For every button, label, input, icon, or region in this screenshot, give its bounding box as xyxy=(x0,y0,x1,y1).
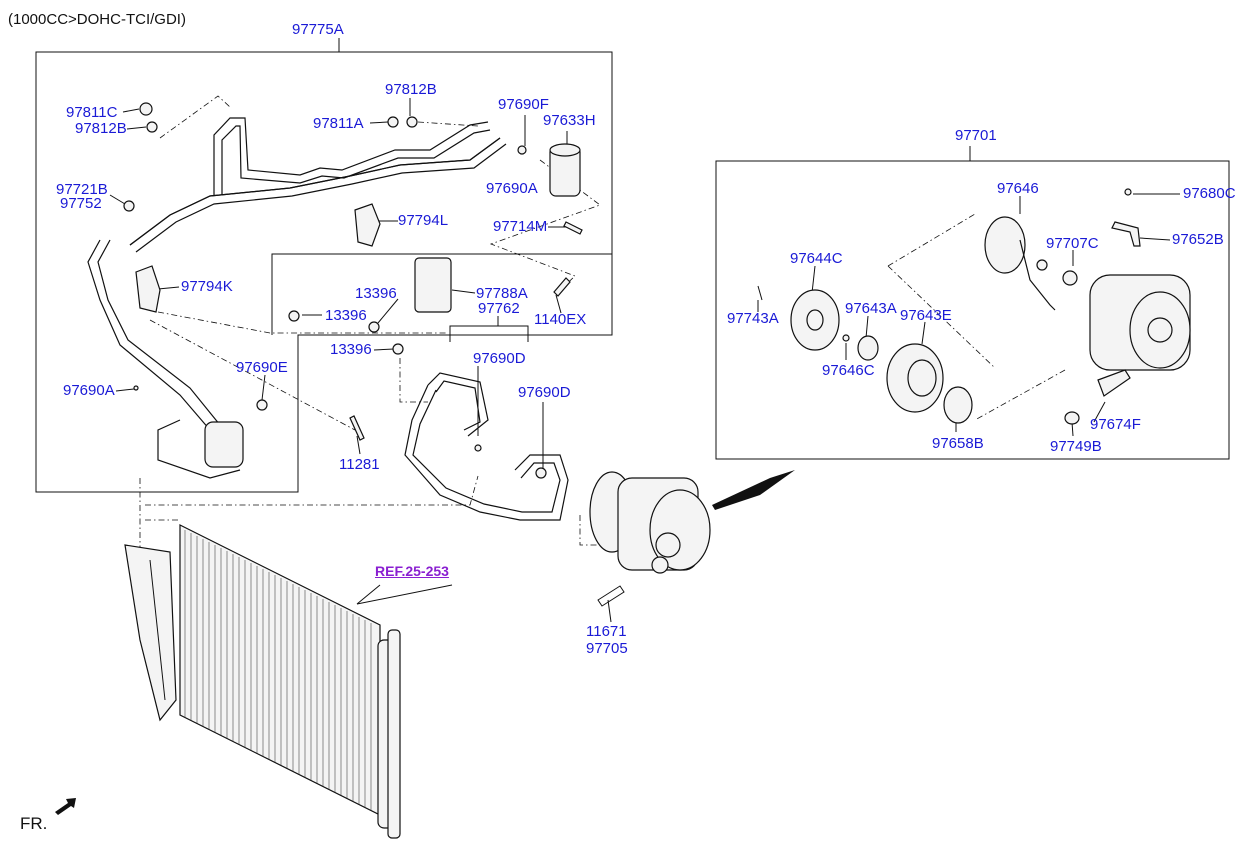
part-label-97646[interactable]: 97646 xyxy=(997,180,1039,197)
condenser xyxy=(124,524,453,839)
part-label-97811C[interactable]: 97811C xyxy=(66,104,118,121)
part-label-97643E[interactable]: 97643E xyxy=(900,307,952,324)
part-label-11671[interactable]: 11671 xyxy=(586,623,627,640)
part-label-97680C[interactable]: 97680C xyxy=(1183,185,1236,202)
part-label-97762[interactable]: 97762 xyxy=(478,300,520,317)
left-pipe-assembly xyxy=(87,102,583,479)
dashed-lines xyxy=(139,95,1066,548)
detail-arrow xyxy=(712,470,795,510)
part-label-97643A[interactable]: 97643A xyxy=(845,300,897,317)
part-label-97812B[interactable]: 97812B xyxy=(75,120,127,137)
part-label-97690D[interactable]: 97690D xyxy=(473,350,526,367)
part-label-97749B[interactable]: 97749B xyxy=(1050,438,1102,455)
front-mark: FR. xyxy=(20,814,48,833)
part-label-97690E[interactable]: 97690E xyxy=(236,359,288,376)
part-label-97674F[interactable]: 97674F xyxy=(1090,416,1141,433)
part-label-97752[interactable]: 97752 xyxy=(60,195,102,212)
part-label-97690A[interactable]: 97690A xyxy=(486,180,538,197)
part-label-97812B[interactable]: 97812B xyxy=(385,81,437,98)
part-label-97646C[interactable]: 97646C xyxy=(822,362,875,379)
group-label-97701[interactable]: 97701 xyxy=(955,127,997,144)
part-label-13396[interactable]: 13396 xyxy=(325,307,367,324)
part-label-97658B[interactable]: 97658B xyxy=(932,435,984,452)
part-label-97788A[interactable]: 97788A xyxy=(476,285,528,302)
part-label-97690F[interactable]: 97690F xyxy=(498,96,549,113)
group-label-97775A[interactable]: 97775A xyxy=(292,21,344,38)
part-label-13396[interactable]: 13396 xyxy=(330,341,372,358)
part-label-97633H[interactable]: 97633H xyxy=(543,112,596,129)
engine-note: (1000CC>DOHC-TCI/GDI) xyxy=(8,11,186,28)
reference-link[interactable]: REF.25-253 xyxy=(375,563,449,579)
left-group-box xyxy=(35,51,613,493)
part-label-97707C[interactable]: 97707C xyxy=(1046,235,1099,252)
part-label-97690D[interactable]: 97690D xyxy=(518,384,571,401)
part-label-97644C[interactable]: 97644C xyxy=(790,250,843,267)
part-label-11281[interactable]: 11281 xyxy=(339,456,380,473)
part-label-97714M[interactable]: 97714M xyxy=(493,218,548,235)
front-arrow xyxy=(55,798,76,815)
part-label-97705[interactable]: 97705 xyxy=(586,640,628,657)
part-label-97721B[interactable]: 97721B xyxy=(56,181,108,198)
part-label-97652B[interactable]: 97652B xyxy=(1172,231,1224,248)
part-label-97743A[interactable]: 97743A xyxy=(727,310,779,327)
clutch-parts xyxy=(757,188,1191,425)
part-label-97794K[interactable]: 97794K xyxy=(181,278,233,295)
part-label-13396[interactable]: 13396 xyxy=(355,285,397,302)
part-label-97690A[interactable]: 97690A xyxy=(63,382,115,399)
right-group-box xyxy=(715,160,1230,460)
part-label-97794L[interactable]: 97794L xyxy=(398,212,449,229)
discharge-pipes xyxy=(404,372,569,521)
compressor-main xyxy=(589,471,711,607)
part-label-97811A[interactable]: 97811A xyxy=(313,115,364,132)
part-label-1140EX[interactable]: 1140EX xyxy=(534,311,587,328)
left-inner-box xyxy=(271,253,612,335)
